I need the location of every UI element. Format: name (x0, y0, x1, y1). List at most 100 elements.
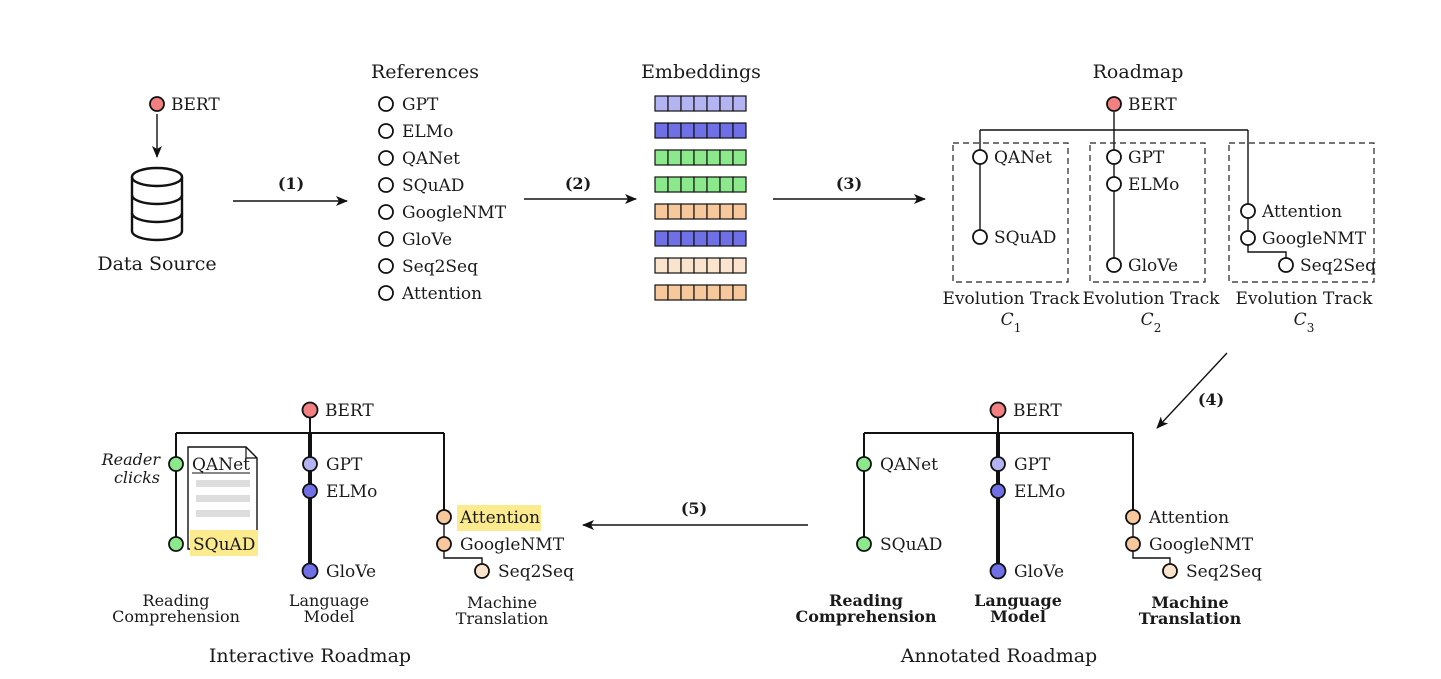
step-4-arrow (1156, 352, 1228, 429)
interactive-reading-label: Reading Comprehension (112, 591, 240, 626)
interactive-node-label: Seq2Seq (498, 562, 574, 582)
embedding-cell (680, 257, 695, 274)
embedding-cell (667, 95, 682, 112)
svg-text:Translation: Translation (456, 609, 549, 628)
document-icon[interactable]: QANet (187, 446, 258, 550)
embedding-cell (654, 122, 669, 139)
interactive-roadmap-section: QANet Reader clicks BERT SQuAD GPT ELMo … (101, 401, 575, 667)
squad-highlight (190, 530, 258, 556)
reference-label: GPT (402, 95, 439, 115)
interactive-node[interactable] (302, 456, 318, 472)
embedding-cell (693, 257, 708, 274)
step-3: (3) (773, 174, 926, 204)
svg-text:Evolution Track: Evolution Track (1236, 289, 1374, 309)
embedding-cell (654, 149, 669, 166)
data-source-section: BERT Data Source (97, 95, 220, 275)
annotated-node-label: SQuAD (880, 535, 942, 555)
embedding-cell (667, 176, 682, 193)
reference-label: GloVe (402, 230, 452, 250)
embeddings-section: Embeddings (641, 61, 761, 301)
embedding-cell (719, 122, 734, 139)
embedding-cell (693, 203, 708, 220)
embedding-cell (732, 203, 747, 220)
annotated-node-label: GloVe (1014, 562, 1064, 582)
svg-text:Comprehension: Comprehension (796, 607, 937, 626)
annotated-node (990, 456, 1006, 472)
step-5: (5) (582, 499, 808, 530)
reference-label: GoogleNMT (402, 203, 507, 223)
interactive-node[interactable] (436, 536, 452, 552)
embedding-cell (706, 257, 721, 274)
embedding-vector (654, 203, 747, 220)
svg-text:C3: C3 (1294, 310, 1315, 335)
evolution-track-c2-caption: Evolution Track C2 (1083, 289, 1221, 335)
roadmap-node (972, 229, 988, 245)
embedding-cell (667, 149, 682, 166)
interactive-node[interactable] (301, 562, 319, 580)
annotated-node-label: QANet (880, 455, 938, 475)
annotated-node-label: GoogleNMT (1149, 535, 1254, 555)
roadmap-node (1240, 203, 1256, 219)
embedding-cell (706, 95, 721, 112)
svg-text:Language: Language (289, 591, 369, 610)
embedding-cell (719, 284, 734, 301)
evolution-track-c2-box (1089, 142, 1206, 283)
annotated-reading-label: Reading Comprehension (796, 591, 937, 626)
interactive-bert-node[interactable] (301, 401, 319, 419)
embedding-vector (654, 176, 747, 193)
embedding-cell (680, 203, 695, 220)
embedding-cell (693, 230, 708, 247)
embedding-cell (706, 284, 721, 301)
roadmap-node (1106, 176, 1122, 192)
annotated-bert-node (989, 401, 1007, 419)
embedding-cell (654, 284, 669, 301)
svg-text:Model: Model (990, 607, 1046, 626)
embedding-cell (732, 230, 747, 247)
svg-text:clicks: clicks (114, 468, 160, 487)
roadmap-node (1106, 149, 1122, 165)
annotated-bert-label: BERT (1013, 401, 1062, 421)
evolution-track-c1-caption: Evolution Track C1 (943, 289, 1081, 335)
embedding-cell (693, 149, 708, 166)
interactive-node-label: ELMo (326, 482, 377, 502)
svg-text:C2: C2 (1141, 310, 1162, 335)
annotated-node (990, 483, 1006, 499)
roadmap-node-label: GoogleNMT (1262, 229, 1367, 249)
roadmap-node-label: GPT (1128, 148, 1165, 168)
embedding-vector (654, 95, 747, 112)
embedding-cell (719, 203, 734, 220)
roadmap-node-label: ELMo (1128, 175, 1179, 195)
step-4-label: (4) (1198, 390, 1224, 409)
reference-node (378, 231, 394, 247)
svg-text:Evolution Track: Evolution Track (1083, 289, 1221, 309)
interactive-node[interactable] (436, 509, 452, 525)
roadmap-node (1278, 257, 1294, 273)
annotated-machine-label: Machine Translation (1139, 593, 1242, 628)
embedding-cell (719, 176, 734, 193)
embedding-cell (654, 95, 669, 112)
embedding-cell (732, 95, 747, 112)
embedding-cell (667, 230, 682, 247)
interactive-node[interactable] (302, 483, 318, 499)
interactive-node[interactable] (168, 456, 184, 472)
step-4: (4) (1156, 352, 1228, 429)
embedding-cell (680, 284, 695, 301)
embedding-cell (654, 203, 669, 220)
svg-text:Translation: Translation (1139, 609, 1242, 628)
document-title: QANet (192, 455, 250, 475)
embedding-cell (654, 257, 669, 274)
roadmap-node-label: Attention (1261, 202, 1342, 222)
step-1-label: (1) (278, 174, 304, 193)
interactive-node[interactable] (168, 536, 184, 552)
interactive-node[interactable] (474, 563, 490, 579)
embedding-cell (654, 176, 669, 193)
embedding-cell (693, 176, 708, 193)
bert-label: BERT (171, 95, 220, 115)
embedding-cell (680, 95, 695, 112)
reference-node (378, 258, 394, 274)
svg-text:C1: C1 (1001, 310, 1022, 335)
roadmap-title: Roadmap (1093, 61, 1184, 83)
embedding-cell (706, 149, 721, 166)
reference-label: QANet (402, 149, 460, 169)
